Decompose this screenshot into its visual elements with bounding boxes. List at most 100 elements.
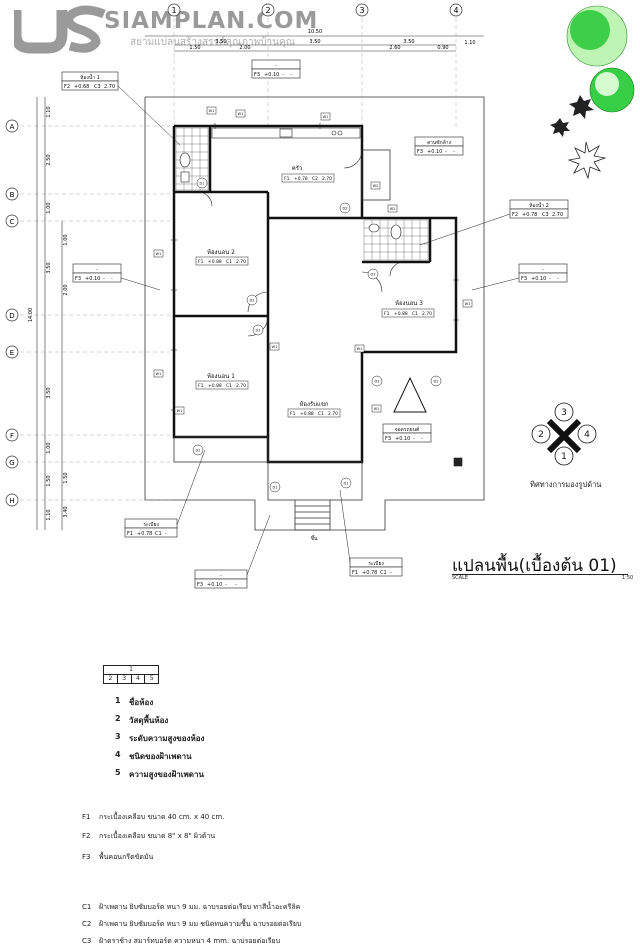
plan-circle <box>5 187 19 201</box>
floor-plan: 1 2 3 4 A B C D E F G H 10.50 1.10 3.50 … <box>5 3 635 589</box>
bath2-tag-c: C3 <box>542 212 549 218</box>
bed3-tag-f: F1 <box>384 311 390 317</box>
dim-left-7: 1.50 <box>46 475 52 486</box>
tree-icons <box>550 5 635 180</box>
plan-circle <box>554 402 574 422</box>
terrace2-tag-f: F1 <box>352 570 358 576</box>
plan-rect <box>61 80 119 91</box>
bath1-tag-h: 2.70 <box>104 84 115 90</box>
yard-bottom-tag-lvl: +0.10 <box>207 582 222 588</box>
plan-line <box>246 514 271 576</box>
plan-g: ครัว ห้องนอน 2 ห้องนอน 3 ห้องนอน 1 ห้องร… <box>207 165 423 408</box>
bed2-tag-c: C1 <box>226 259 232 265</box>
door-tag-7: D2 <box>434 380 439 384</box>
kitchen-tag-lvl: +0.78 <box>294 176 308 182</box>
dim-left-5: 3.50 <box>46 387 52 398</box>
bath-mark <box>453 457 463 467</box>
yard-left-tag-f: F3 <box>75 276 81 282</box>
dim-top-e: 2.00 <box>239 45 250 51</box>
laundry-tag-h: - <box>453 149 455 155</box>
plan-rect <box>371 404 382 413</box>
yard-left-tag-lvl: +0.10 <box>85 276 100 282</box>
bath1-tag-lvl: +0.68 <box>74 84 89 90</box>
plan-circle <box>570 10 610 50</box>
window-tag-6: W1 <box>465 302 471 306</box>
plan-rect <box>518 272 568 283</box>
dim-top-d: 1.50 <box>189 45 200 51</box>
toilet-2 <box>390 224 402 240</box>
plan-circle <box>340 477 352 489</box>
door-tag-8: D1 <box>344 482 349 486</box>
yard-bottom-tag-f: F3 <box>197 582 203 588</box>
window-tag-9: W1 <box>272 345 278 349</box>
legend-item-num: 5 <box>115 768 121 777</box>
legend-cell-5: 5 <box>149 675 154 682</box>
plan-rect <box>194 578 248 589</box>
bed2-tag-lvl: +0.88 <box>208 259 222 265</box>
logo-subtitle: สยามแปลนสร้างสรรค์คุณภาพบ้านคุณ <box>130 37 295 48</box>
ceiling-note-text: ฝ้าเพดาน ยิบซัมบอร์ด หนา 9 มม. ฉาบรอยต่อ… <box>99 903 301 911</box>
plan-rect <box>287 408 341 418</box>
bed1-tag-lvl: +0.88 <box>208 383 222 389</box>
terrace2-tag-lvl: +0.78 <box>362 570 377 576</box>
plan-circle <box>449 3 463 17</box>
bath1-tag-f: F2 <box>64 84 70 90</box>
floor-note-code: F1 <box>82 813 91 821</box>
plan-circle <box>577 424 597 444</box>
terrace2-tag-c: C1 <box>380 570 387 576</box>
plan-g: 10.50 1.10 3.50 3.50 3.50 1.50 2.00 2.60… <box>189 29 475 51</box>
dim-left-3: 1.00 <box>46 202 52 213</box>
plan-g <box>179 127 463 467</box>
bed3-tag-c: C1 <box>412 311 418 317</box>
window-tag-8: W1 <box>374 407 380 411</box>
siamplan-logo <box>10 4 109 60</box>
dim-left-total: 14.00 <box>28 308 34 322</box>
door-tag-4: D2 <box>343 207 348 211</box>
plan-g <box>171 123 459 411</box>
plan-line <box>419 213 511 246</box>
yard-top-tag-f: F3 <box>254 72 260 78</box>
living-tag-c: C1 <box>318 411 324 417</box>
plan-circle <box>371 375 383 387</box>
legend-item-num: 2 <box>115 714 121 723</box>
yard-top-name: - <box>275 63 277 69</box>
view-direction-compass <box>531 402 597 466</box>
bath2-tag-f: F2 <box>512 212 518 218</box>
bath2-tag-h: 2.70 <box>552 212 563 218</box>
laundry-name: ลานซักล้าง <box>427 139 452 146</box>
plan-rect <box>462 299 473 308</box>
plan-circle <box>331 130 337 136</box>
plan-circle <box>355 3 369 17</box>
yard-bottom-name: - <box>220 573 222 579</box>
dim-top-g: 0.90 <box>437 45 448 51</box>
plan-rect <box>382 432 432 443</box>
plan-path <box>569 95 594 119</box>
grid-row-g: G <box>9 459 14 467</box>
compass-caption: ทิศทางการมองรูปด้าน <box>530 480 601 489</box>
dim-left-8: 1.10 <box>46 509 52 520</box>
terrace1-tag-h: - <box>165 531 167 537</box>
door-tag-3: D2 <box>256 329 261 333</box>
door-arc-kitchen <box>343 149 363 169</box>
window-tag-2: W1 <box>156 372 162 376</box>
yard-top-tag-c: - <box>282 72 284 78</box>
compass-1: 1 <box>561 452 567 462</box>
legend-cell-4: 4 <box>132 675 146 683</box>
legend-top: 1 <box>104 666 158 675</box>
carpark-name: จอดรถยนต์ <box>395 426 420 433</box>
plan-g: A B C D E F G H <box>9 123 14 505</box>
window-tag-3: W1 <box>209 109 215 113</box>
terrace2-tag-h: - <box>390 570 392 576</box>
bath1-tag-c: C3 <box>94 84 101 90</box>
floor-note-code: F3 <box>82 853 91 861</box>
plan-rect <box>235 109 246 118</box>
yard-right-name: - <box>542 267 544 273</box>
grid-row-b: B <box>10 191 15 199</box>
dim-left-10: 2.00 <box>63 284 69 295</box>
door-tag-10: D1 <box>273 486 278 490</box>
